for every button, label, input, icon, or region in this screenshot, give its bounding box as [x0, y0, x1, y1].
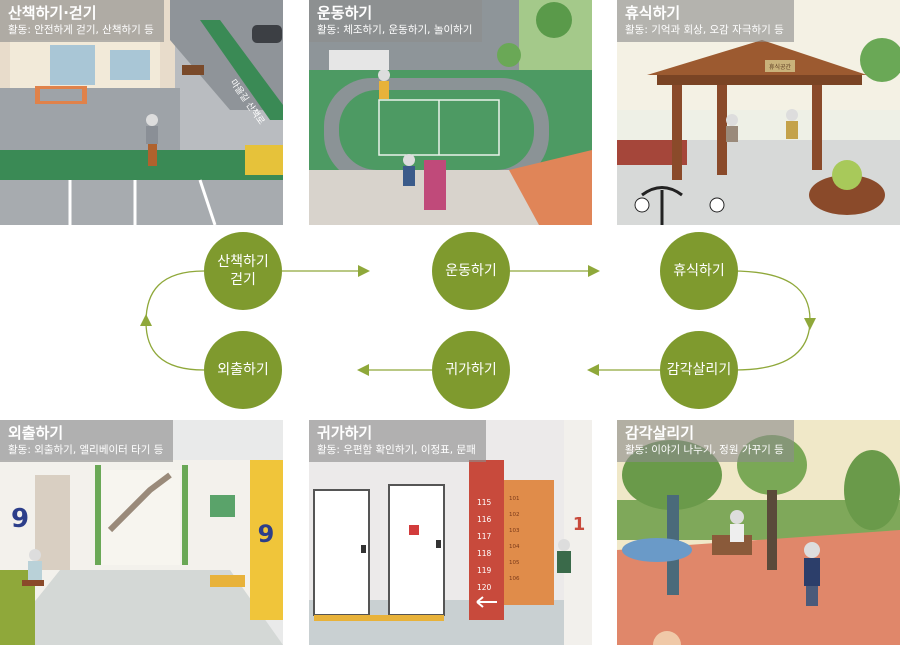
node-rest-label: 휴식하기 — [673, 263, 725, 279]
room-number-4: 119 — [477, 566, 492, 575]
node-rest: 휴식하기 — [660, 232, 738, 310]
sense-caption: 감각살리기 활동: 이야기 나누기, 정원 가꾸기 등 — [617, 420, 794, 462]
exercise-activity: 활동: 체조하기, 운동하기, 놀이하기 — [317, 24, 473, 36]
node-outing-label: 외출하기 — [217, 362, 269, 378]
rest-title: 휴식하기 — [625, 4, 681, 22]
arrowhead-3 — [804, 318, 816, 330]
walk-caption: 산책하기·걷기 활동: 안전하게 걷기, 산책하기 등 — [0, 0, 164, 42]
mailbox-number-2: 103 — [509, 528, 520, 534]
home-activity: 활동: 우편함 확인하기, 이정표, 문패 — [317, 444, 476, 456]
mailbox-number-5: 106 — [509, 576, 520, 582]
panel-sense: 감각살리기 활동: 이야기 나누기, 정원 가꾸기 등 — [617, 420, 900, 645]
arrowhead-1 — [358, 265, 370, 277]
arrowhead-4 — [587, 364, 599, 376]
walk-illustration: 마을길 산책로 — [0, 0, 283, 225]
room-number-3: 118 — [477, 549, 492, 558]
mailbox-number-3: 104 — [509, 544, 520, 550]
panel-walk: 마을길 산책로 산책하기·걷기 활동: 안전하게 걷기, 산책하기 등 — [0, 0, 283, 225]
node-home: 귀가하기 — [432, 331, 510, 409]
home-caption: 귀가하기 활동: 우편함 확인하기, 이정표, 문패 — [309, 420, 486, 462]
outing-activity: 활동: 외출하기, 엘리베이터 타기 등 — [8, 444, 164, 456]
walk-activity: 활동: 안전하게 걷기, 산책하기 등 — [8, 24, 154, 36]
mailbox-number-1: 102 — [509, 512, 520, 518]
outing-floor-number-left: 9 — [11, 504, 29, 534]
exercise-caption: 운동하기 활동: 체조하기, 운동하기, 놀이하기 — [309, 0, 483, 42]
arrow-outing-to-walk — [145, 270, 205, 371]
panel-exercise: 운동하기 활동: 체조하기, 운동하기, 놀이하기 — [309, 0, 592, 225]
node-walk: 산책하기 걷기 — [204, 232, 282, 310]
mailbox-number-4: 105 — [509, 560, 520, 566]
home-floor-sign: 1 — [573, 514, 586, 535]
rest-activity: 활동: 기억과 회상, 오감 자극하기 등 — [625, 24, 784, 36]
node-exercise-label: 운동하기 — [445, 263, 497, 279]
arrowhead-2 — [588, 265, 600, 277]
room-number-0: 115 — [477, 498, 492, 507]
home-title: 귀가하기 — [317, 424, 373, 442]
outing-title: 외출하기 — [8, 424, 64, 442]
node-outing: 외출하기 — [204, 331, 282, 409]
panel-outing: 9 9 외출하기 활동: 외출하기, 엘리베이터 타기 등 — [0, 420, 283, 645]
room-number-1: 116 — [477, 515, 492, 524]
rest-sign: 휴식공간 — [769, 63, 792, 71]
exercise-title: 운동하기 — [317, 4, 373, 22]
home-illustration: 1 115 116 117 118 119 120 101 102 103 10… — [309, 420, 592, 645]
sense-title: 감각살리기 — [625, 424, 695, 442]
outing-caption: 외출하기 활동: 외출하기, 엘리베이터 타기 등 — [0, 420, 174, 462]
node-home-label: 귀가하기 — [445, 362, 497, 378]
mailbox-number-0: 101 — [509, 496, 520, 502]
node-sense-label: 감각살리기 — [666, 362, 732, 378]
node-walk-line2: 걷기 — [230, 272, 256, 288]
outing-floor-number-elevator: 9 — [258, 520, 275, 548]
panel-rest: 휴식공간 휴식하기 활동: 기억과 회상, 오감 자극하기 등 — [617, 0, 900, 225]
rest-caption: 휴식하기 활동: 기억과 회상, 오감 자극하기 등 — [617, 0, 794, 42]
panel-home: 1 115 116 117 118 119 120 101 102 103 10… — [309, 420, 592, 645]
sense-activity: 활동: 이야기 나누기, 정원 가꾸기 등 — [625, 444, 784, 456]
node-sense: 감각살리기 — [660, 331, 738, 409]
node-exercise: 운동하기 — [432, 232, 510, 310]
room-number-5: 120 — [477, 583, 492, 592]
node-walk-line1: 산책하기 — [217, 254, 269, 270]
arrowhead-6 — [140, 314, 152, 326]
walk-title: 산책하기·걷기 — [8, 4, 97, 22]
room-number-2: 117 — [477, 532, 492, 541]
arrow-rest-to-sense — [731, 270, 811, 371]
arrowhead-5 — [357, 364, 369, 376]
